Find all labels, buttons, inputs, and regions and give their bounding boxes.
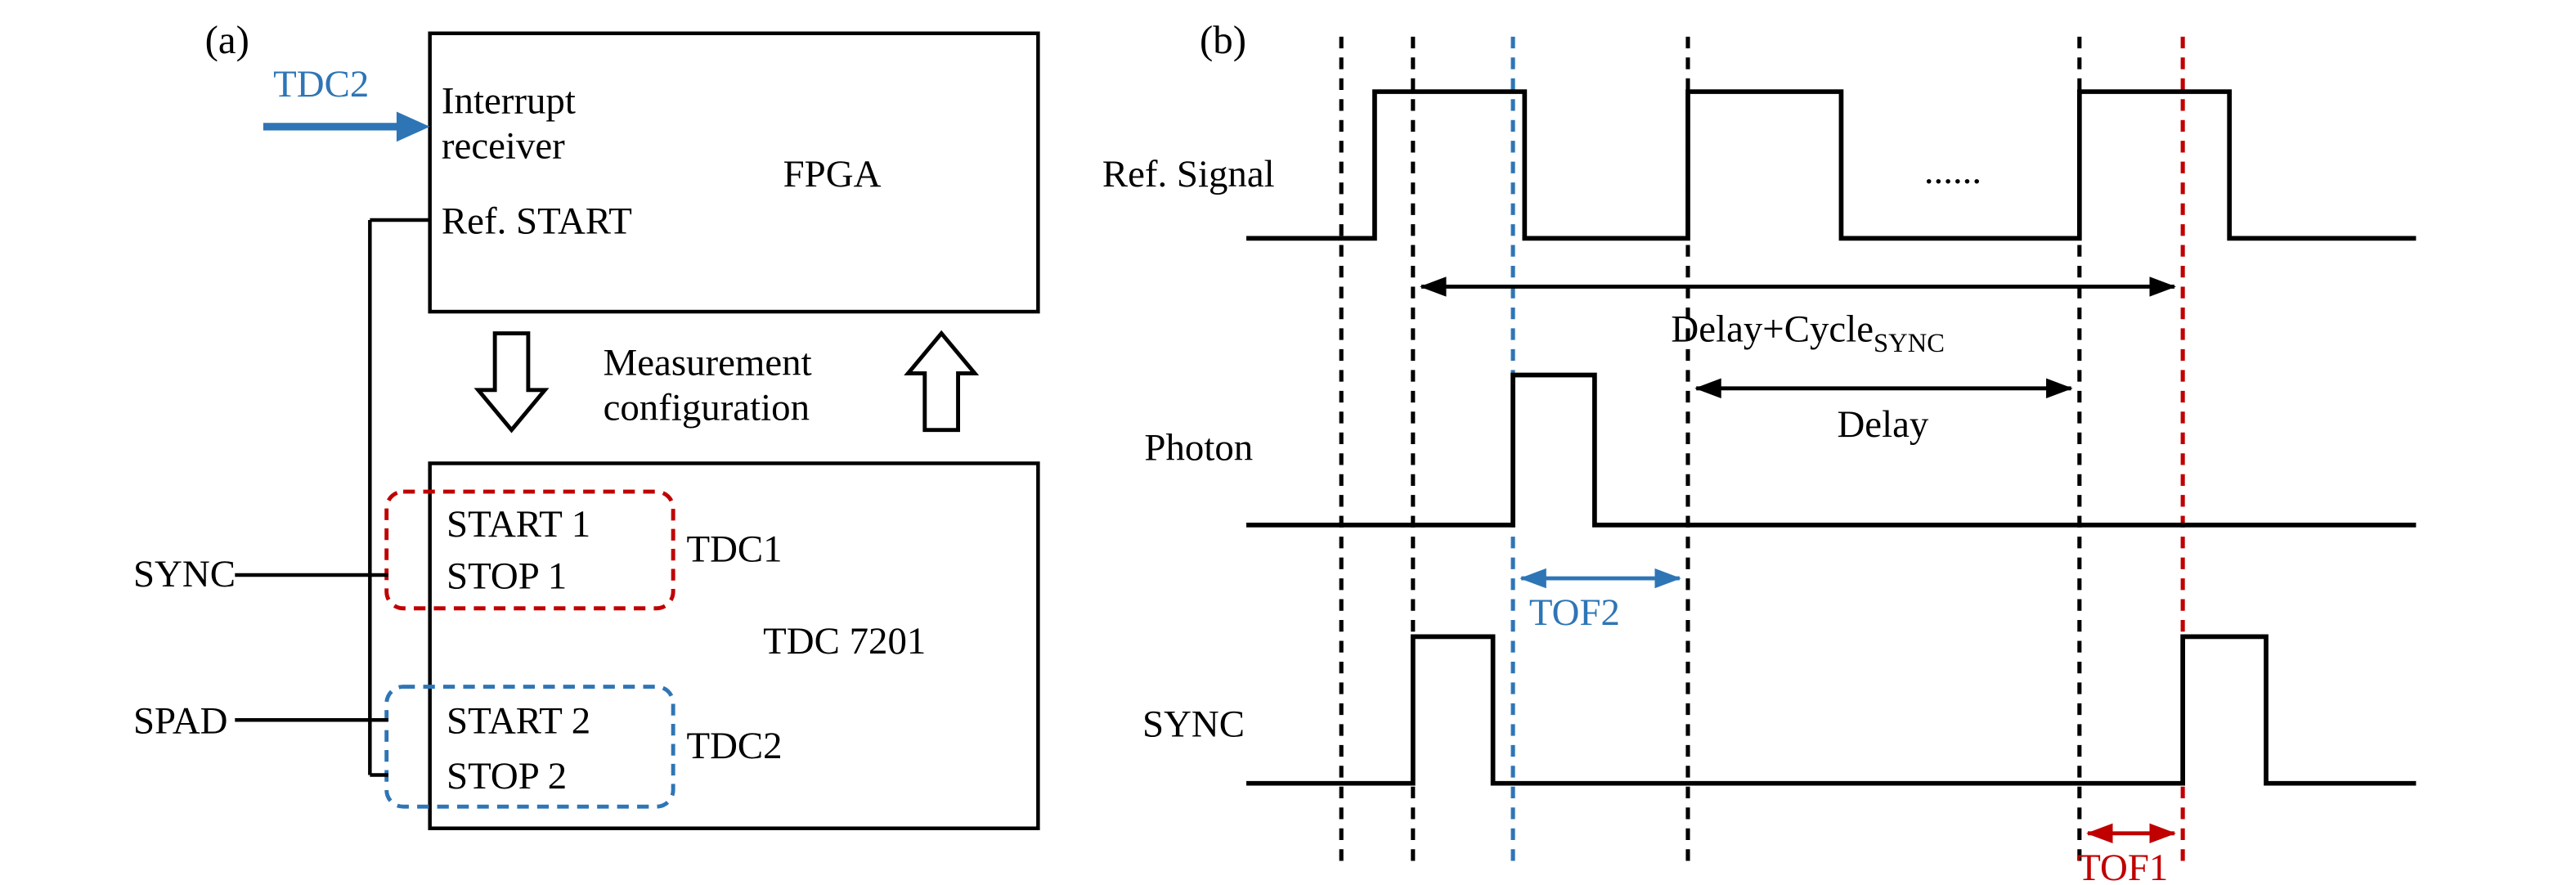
ref-start-label: Ref. START <box>442 200 632 242</box>
tdc2-label: TDC2 <box>686 725 782 767</box>
ref-signal-waveform <box>1246 89 2417 241</box>
interrupt-label-line2: receiver <box>442 125 565 168</box>
sync-label: SYNC <box>1142 703 1245 746</box>
delay-cycle-label: Delay+CycleSYNC <box>1671 308 1945 358</box>
tdc1-label: TDC1 <box>686 528 782 571</box>
fpga-box <box>428 31 1040 314</box>
block-arrow-down-icon <box>473 331 550 434</box>
spad-input-label: SPAD <box>133 700 228 743</box>
tdc1-dashed-box <box>384 489 675 611</box>
panel-a: (a) Interrupt receiver Ref. START FPGA T… <box>133 17 1040 830</box>
ellipsis-dots: ...... <box>1924 150 1981 192</box>
tof1-label: TOF1 <box>2077 847 2168 885</box>
delay-cycle-label-sub: SYNC <box>1874 329 1945 358</box>
measurement-config-line1: Measurement <box>604 341 812 384</box>
measurement-config-line2: configuration <box>604 386 810 429</box>
block-arrow-up-icon <box>904 330 980 433</box>
start2-label: START 2 <box>447 700 590 743</box>
delay-cycle-label-main: Delay+Cycle <box>1671 308 1874 351</box>
delay-label: Delay <box>1837 403 1928 446</box>
fpga-label: FPGA <box>783 153 882 195</box>
tdc7201-label: TDC 7201 <box>763 620 926 663</box>
tdc2-input-arrowhead-icon <box>396 111 430 142</box>
panel-b: (b) Ref. Signal Photon SYNC ...... Delay… <box>1102 17 2417 885</box>
tdc7201-box <box>428 461 1040 830</box>
photon-label: Photon <box>1144 426 1253 469</box>
panel-b-label: (b) <box>1200 17 1246 62</box>
stop2-label: STOP 2 <box>447 755 567 797</box>
stop1-label: STOP 1 <box>447 555 567 597</box>
sync-waveform <box>1246 634 2417 786</box>
tof2-label: TOF2 <box>1529 591 1620 634</box>
tdc2-dashed-box <box>384 685 675 809</box>
tdc2-input-label: TDC2 <box>273 63 369 106</box>
panel-a-label: (a) <box>205 17 249 62</box>
ref-signal-label: Ref. Signal <box>1102 153 1275 195</box>
interrupt-label-line1: Interrupt <box>442 80 576 123</box>
photon-waveform <box>1246 372 2417 528</box>
sync-input-label: SYNC <box>133 553 236 595</box>
start1-label: START 1 <box>447 503 590 546</box>
